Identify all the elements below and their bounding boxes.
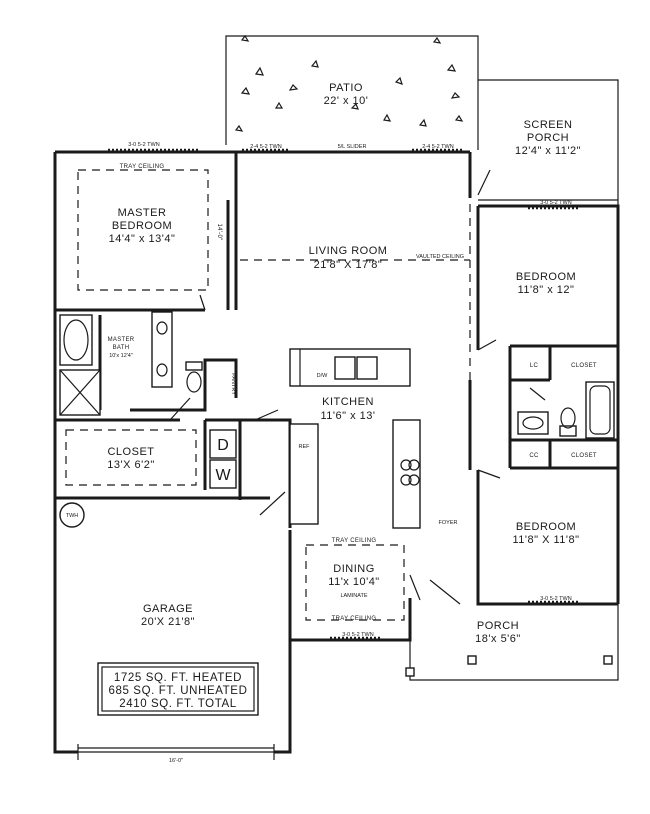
tray-ceiling-dining-top: TRAY CEILING: [332, 538, 377, 544]
porch-name: PORCH: [477, 620, 519, 632]
door-swings: [169, 169, 546, 605]
dryer-label: D: [217, 437, 229, 454]
garage-size: 20'X 21'8": [141, 616, 195, 628]
tray-ceiling-master: TRAY CEILING: [120, 164, 165, 170]
kitchen-fixtures: [334, 356, 420, 486]
window-living-right: 2-4 5-2 TWN: [422, 144, 453, 150]
bedroom-1-size: 11'8" x 12": [518, 284, 575, 296]
dining-floor: LAMINATE: [340, 593, 367, 599]
bedroom-1-name: BEDROOM: [516, 271, 576, 283]
refrigerator-label: REF: [299, 444, 311, 450]
patio-name: PATIO: [329, 82, 363, 94]
unheated-sqft: 685 SQ. FT. UNHEATED: [109, 685, 248, 697]
annotation-labels: TRAY CEILING TRAY CEILING TRAY CEILING V…: [66, 144, 597, 622]
dishwasher-label: D/W: [317, 373, 329, 379]
dimension-labels: 14'-0" 16'-0": [78, 223, 274, 764]
garage-width-dimension: 16'-0": [169, 758, 183, 764]
closet-lower-label: CLOSET: [571, 453, 597, 459]
pantry-label: PANTRY: [230, 373, 236, 395]
dining-size: 11'x 10'4": [328, 576, 379, 588]
window-living-left: 2-4 5-2 TWN: [250, 144, 281, 150]
interior-walls: [55, 152, 619, 681]
master-bath-name-2: BATH: [113, 345, 130, 351]
window-labels: 3-0 5-2 TWN 2-4 5-2 TWN 2-4 5-2 TWN 3-0 …: [128, 142, 571, 638]
living-room-size: 21'8" X 17'8": [314, 259, 383, 271]
water-heater: [59, 502, 85, 528]
closet-master-name: CLOSET: [107, 446, 154, 458]
slider-label: 5/L SLIDER: [338, 144, 367, 150]
master-wall-dimension: 14'-0": [216, 223, 222, 240]
window-master-top: 3-0 5-2 TWN: [128, 142, 159, 148]
bedroom-2-size: 11'8" X 11'8": [512, 534, 579, 546]
living-room-name: LIVING ROOM: [309, 245, 388, 257]
tray-ceiling-dining-bottom: TRAY CEILING: [332, 616, 377, 622]
garage-name: GARAGE: [143, 603, 193, 615]
laundry: [209, 429, 237, 489]
coat-closet-label: CC: [529, 453, 539, 459]
master-tray-ceiling-outline: [77, 169, 209, 291]
patio-size: 22' x 10': [324, 95, 369, 107]
master-bath-size: 10'x 12'4": [109, 353, 133, 359]
room-labels: PATIO 22' x 10' SCREEN PORCH 12'4" x 11'…: [107, 82, 581, 645]
total-sqft: 2410 SQ. FT. TOTAL: [119, 698, 237, 710]
screen-porch-name-2: PORCH: [527, 132, 569, 144]
bath2-fixtures: [517, 381, 615, 439]
square-footage-box: [97, 662, 259, 716]
window-dining-bottom: 3-0 5-2 TWN: [342, 632, 373, 638]
linen-closet-label: LC: [530, 363, 539, 369]
patio-gravel-marks: [234, 34, 464, 132]
master-bedroom-name-2: BEDROOM: [112, 220, 172, 232]
foyer-label: FOYER: [439, 520, 458, 526]
water-heater-label: TWH: [66, 513, 79, 519]
screen-porch-size: 12'4" x 11'2": [515, 145, 581, 157]
garage-door: [77, 744, 275, 760]
closet-upper-label: CLOSET: [571, 363, 597, 369]
screen-porch-name-1: SCREEN: [524, 119, 573, 131]
window-bedroom2-bottom: 3-0 5-2 TWN: [540, 596, 571, 602]
patio-area: [225, 34, 479, 150]
master-bedroom-size: 14'4" x 13'4": [109, 233, 176, 245]
window-bedroom1-top: 3-0 5-2 TWN: [540, 200, 571, 206]
closet-outline: [65, 429, 197, 486]
kitchen-size: 11'6" x 13': [321, 410, 376, 422]
vaulted-ceiling: VAULTED CEILING: [416, 254, 464, 260]
bedroom-2-name: BEDROOM: [516, 521, 576, 533]
heated-sqft: 1725 SQ. FT. HEATED: [114, 672, 242, 684]
closet-master-size: 13'X 6'2": [107, 459, 154, 471]
square-footage-inner-box: [101, 666, 255, 712]
dining-name: DINING: [333, 563, 375, 575]
master-bedroom-name-1: MASTER: [118, 207, 167, 219]
kitchen-name: KITCHEN: [322, 396, 374, 408]
washer-label: W: [215, 467, 231, 484]
master-bath-name-1: MASTER: [108, 337, 135, 343]
porch-size: 18'x 5'6": [475, 633, 521, 645]
square-footage-totals: 1725 SQ. FT. HEATED 685 SQ. FT. UNHEATED…: [109, 672, 248, 710]
porch-posts: [405, 655, 613, 677]
dining-tray-ceiling-outline: [305, 544, 405, 621]
master-bath-fixtures: [59, 311, 203, 416]
